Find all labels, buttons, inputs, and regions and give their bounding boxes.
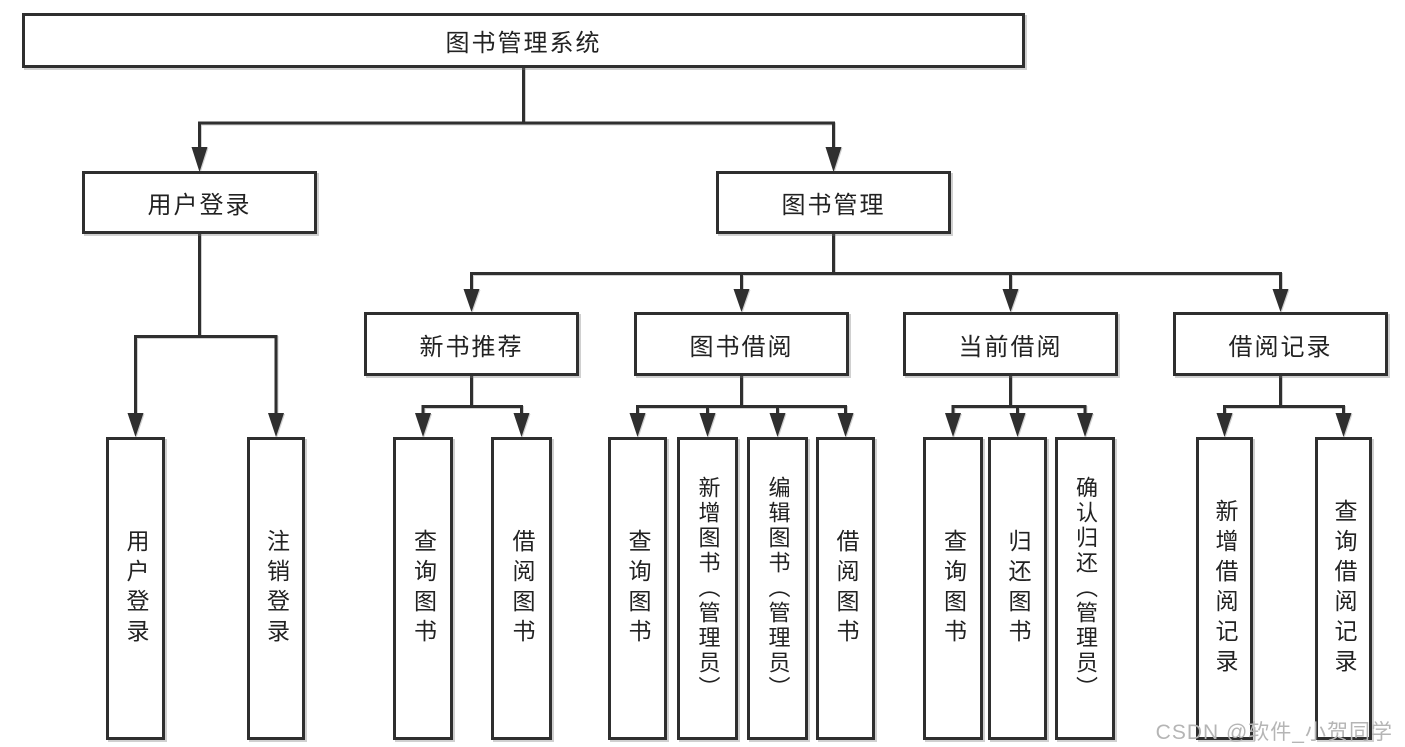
node-label: 编辑图书（管理员） <box>765 476 791 701</box>
node-label: 当前借阅 <box>958 333 1063 361</box>
node-label: 图书管理系统 <box>445 30 602 57</box>
node-label: 借阅图书 <box>833 528 859 649</box>
node-user-login-leaf: 用户登录 <box>106 437 165 740</box>
node-query-borrow-record: 查询借阅记录 <box>1315 437 1372 740</box>
node-query-books-current: 查询图书 <box>923 437 983 740</box>
node-label: 查询图书 <box>625 528 651 649</box>
node-label: 新书推荐 <box>419 333 524 361</box>
node-query-books-borrow: 查询图书 <box>608 437 667 740</box>
node-add-book-admin: 新增图书（管理员） <box>677 437 738 740</box>
node-label: 注销登录 <box>263 528 290 649</box>
node-label: 查询借阅记录 <box>1331 498 1357 679</box>
node-label: 借阅图书 <box>509 528 535 649</box>
node-query-books-recommend: 查询图书 <box>393 437 453 740</box>
node-label: 查询图书 <box>410 528 437 649</box>
node-borrow-books-recommend: 借阅图书 <box>491 437 552 740</box>
node-label: 确认归还（管理员） <box>1073 476 1098 701</box>
node-new-book-recommend: 新书推荐 <box>364 312 579 376</box>
node-logout-leaf: 注销登录 <box>247 437 305 740</box>
watermark: CSDN @软件_小贺同学 <box>1155 721 1393 744</box>
node-book-management: 图书管理 <box>716 171 951 234</box>
node-edit-book-admin: 编辑图书（管理员） <box>747 437 808 740</box>
node-label: 归还图书 <box>1005 528 1031 649</box>
node-label: 新增图书（管理员） <box>695 476 721 701</box>
node-current-borrow: 当前借阅 <box>903 312 1118 376</box>
node-library-system: 图书管理系统 <box>22 13 1025 68</box>
node-return-books: 归还图书 <box>988 437 1047 740</box>
node-borrow-books-leaf: 借阅图书 <box>816 437 875 740</box>
node-confirm-return-admin: 确认归还（管理员） <box>1055 437 1115 740</box>
node-user-login: 用户登录 <box>82 171 317 234</box>
node-label: 查询图书 <box>940 528 967 649</box>
node-label: 图书借阅 <box>689 333 794 361</box>
node-label: 用户登录 <box>147 192 252 219</box>
node-label: 图书管理 <box>781 192 886 219</box>
node-label: 新增借阅记录 <box>1212 498 1238 679</box>
node-label: 借阅记录 <box>1228 333 1333 361</box>
node-borrow-records: 借阅记录 <box>1173 312 1388 376</box>
node-label: 用户登录 <box>123 528 149 649</box>
node-book-borrow: 图书借阅 <box>634 312 849 376</box>
node-add-borrow-record: 新增借阅记录 <box>1196 437 1253 740</box>
